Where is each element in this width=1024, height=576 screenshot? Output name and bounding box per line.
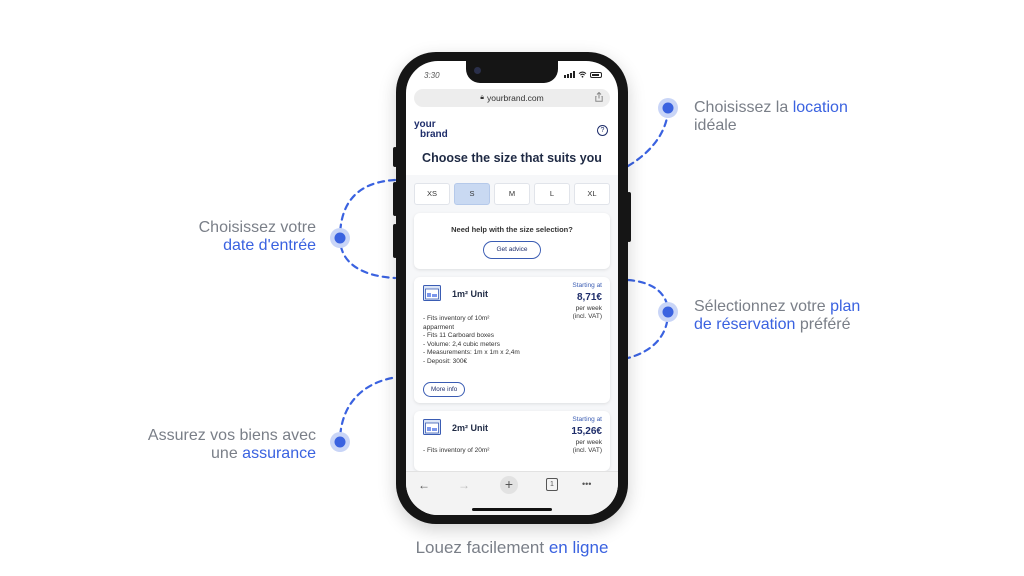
size-option-m[interactable]: M — [494, 183, 530, 205]
unit-price: Starting at 15,26€ per week (incl. VAT) — [571, 416, 602, 454]
annotation-entry-date: Choisissez votre date d'entrée — [198, 219, 316, 254]
annotation-booking-plan: Sélectionnez votre plan de réservation p… — [694, 298, 861, 333]
volume-up-button — [393, 182, 397, 216]
size-selector: XS S M L XL — [406, 175, 618, 213]
size-option-s[interactable]: S — [454, 183, 490, 205]
more-menu-icon[interactable]: ••• — [582, 479, 592, 489]
connector-top-right — [626, 106, 670, 168]
tabs-count-icon[interactable]: 1 — [546, 478, 558, 491]
brand-logo[interactable]: your brand — [414, 119, 448, 140]
footer-caption: Louez facilement en ligne — [415, 538, 609, 557]
power-button — [627, 192, 631, 242]
site-header: your brand ? — [406, 113, 618, 149]
url-text: yourbrand.com — [487, 93, 544, 103]
forward-arrow-icon[interactable]: → — [458, 478, 470, 492]
unit-name: 1m² Unit — [452, 289, 488, 299]
phone-mockup: 3:30 🔒︎ yourbrand.com your brand ? Choos… — [393, 52, 631, 524]
storage-unit-icon — [423, 285, 441, 301]
notch — [466, 61, 558, 83]
browser-toolbar: ← → + 1 ••• — [406, 471, 618, 515]
more-info-button[interactable]: More info — [423, 382, 466, 397]
page-content: your brand ? Choose the size that suits … — [406, 113, 618, 471]
phone-screen: 3:30 🔒︎ yourbrand.com your brand ? Choos… — [406, 61, 618, 515]
size-option-l[interactable]: L — [534, 183, 570, 205]
status-bar: 3:30 — [406, 69, 618, 83]
storage-unit-icon — [423, 419, 441, 435]
help-circle-icon[interactable]: ? — [597, 125, 608, 136]
status-time: 3:30 — [424, 71, 440, 80]
advice-card: Need help with the size selection? Get a… — [414, 213, 610, 269]
mute-switch — [393, 147, 397, 167]
share-icon[interactable] — [595, 92, 603, 102]
unit-features: - Fits inventory of 20m² — [423, 447, 490, 454]
battery-icon — [590, 71, 602, 78]
page-title: Choose the size that suits you — [406, 149, 618, 175]
unit-features: - Fits inventory of 10m² apparment - Fit… — [423, 315, 520, 365]
marker-dot — [658, 302, 678, 322]
volume-down-button — [393, 224, 397, 258]
new-tab-icon[interactable]: + — [500, 476, 518, 494]
wifi-icon — [578, 71, 587, 78]
back-arrow-icon[interactable]: ← — [418, 478, 430, 492]
unit-card-2[interactable]: 2m² Unit Starting at 15,26€ per week (in… — [414, 411, 610, 471]
price-amount: 8,71€ — [576, 292, 602, 303]
price-amount: 15,26€ — [571, 426, 602, 437]
signal-icon — [564, 71, 575, 78]
unit-price: Starting at 8,71€ per week (incl. VAT) — [572, 282, 602, 320]
size-option-xl[interactable]: XL — [574, 183, 610, 205]
lock-icon: 🔒︎ — [480, 94, 485, 101]
annotation-location: Choisissez la location idéale — [694, 99, 848, 134]
unit-name: 2m² Unit — [452, 423, 488, 433]
marker-dot — [330, 228, 350, 248]
marker-dot — [330, 432, 350, 452]
size-option-xs[interactable]: XS — [414, 183, 450, 205]
marker-dot — [658, 98, 678, 118]
get-advice-button[interactable]: Get advice — [483, 241, 541, 259]
connector-left-1 — [338, 178, 397, 280]
connector-left-2 — [338, 376, 394, 444]
annotation-insurance: Assurez vos biens avec une assurance — [147, 427, 316, 462]
address-bar[interactable]: 🔒︎ yourbrand.com — [414, 89, 610, 107]
camera-icon — [474, 67, 481, 74]
connector-right-2 — [626, 278, 670, 360]
unit-card-1[interactable]: 1m² Unit Starting at 8,71€ per week (inc… — [414, 277, 610, 403]
home-indicator — [472, 508, 552, 511]
advice-question: Need help with the size selection? — [451, 225, 573, 234]
